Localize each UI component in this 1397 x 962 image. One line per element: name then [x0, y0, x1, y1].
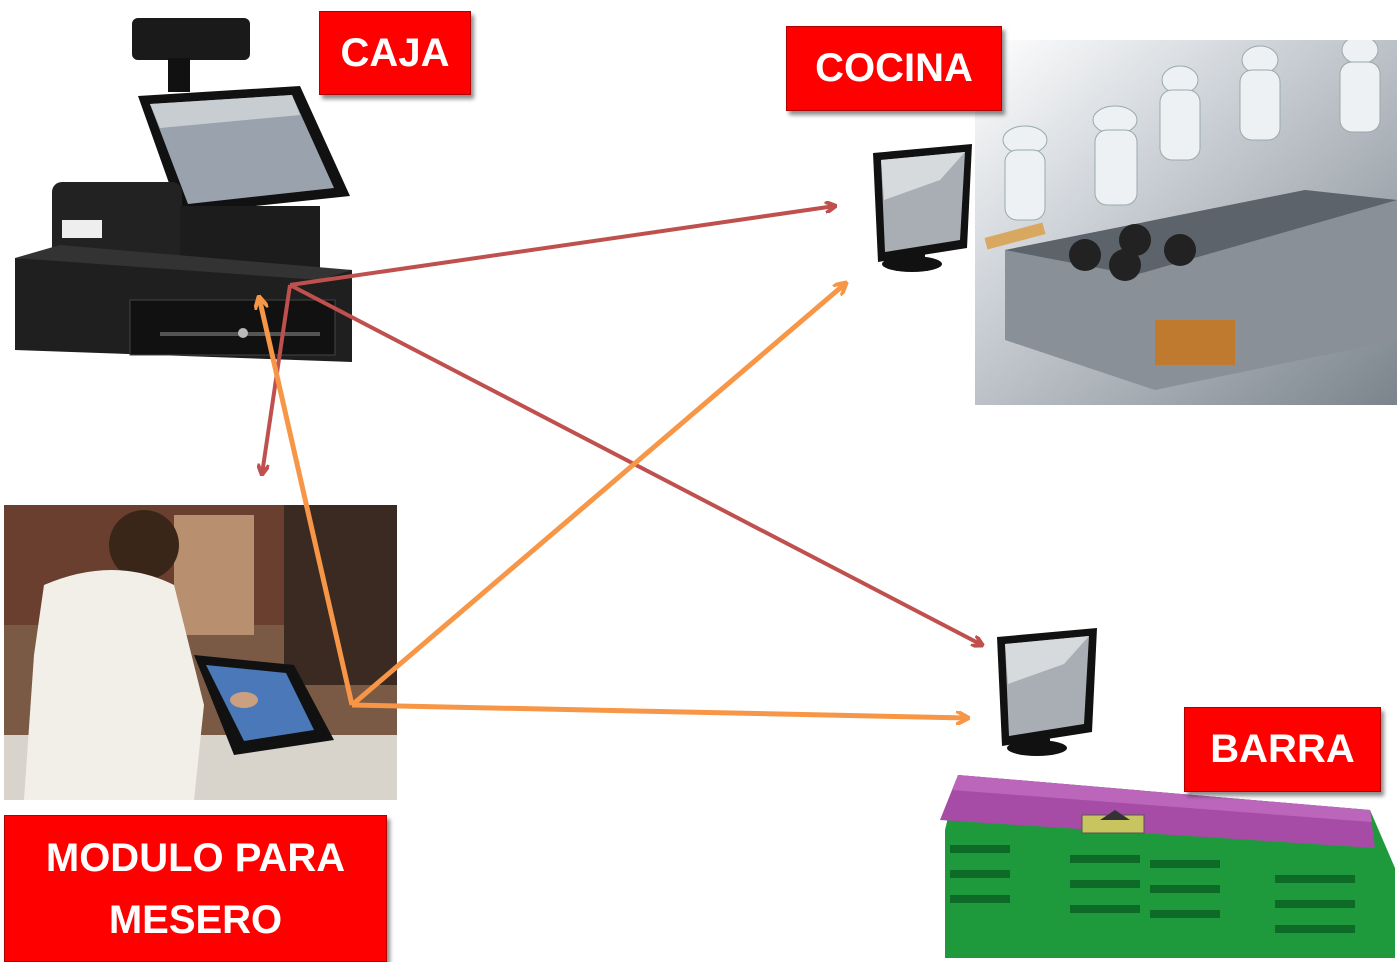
label-caja: CAJA [319, 11, 471, 95]
label-modulo-mesero: MODULO PARA MESERO [4, 815, 387, 962]
waiter-photo [4, 505, 397, 800]
label-mesero-line1: MODULO PARA [45, 835, 346, 880]
label-barra: BARRA [1184, 707, 1381, 792]
arrow-mesero-to-barra [351, 702, 968, 718]
arrow-caja-to-cocina [289, 206, 835, 287]
label-mesero-line2: MESERO [108, 897, 283, 942]
arrow-mesero-to-caja [259, 297, 355, 706]
label-cocina: COCINA [786, 26, 1002, 111]
kitchen-photo [975, 40, 1397, 405]
arrow-mesero-to-cocina [350, 283, 846, 707]
